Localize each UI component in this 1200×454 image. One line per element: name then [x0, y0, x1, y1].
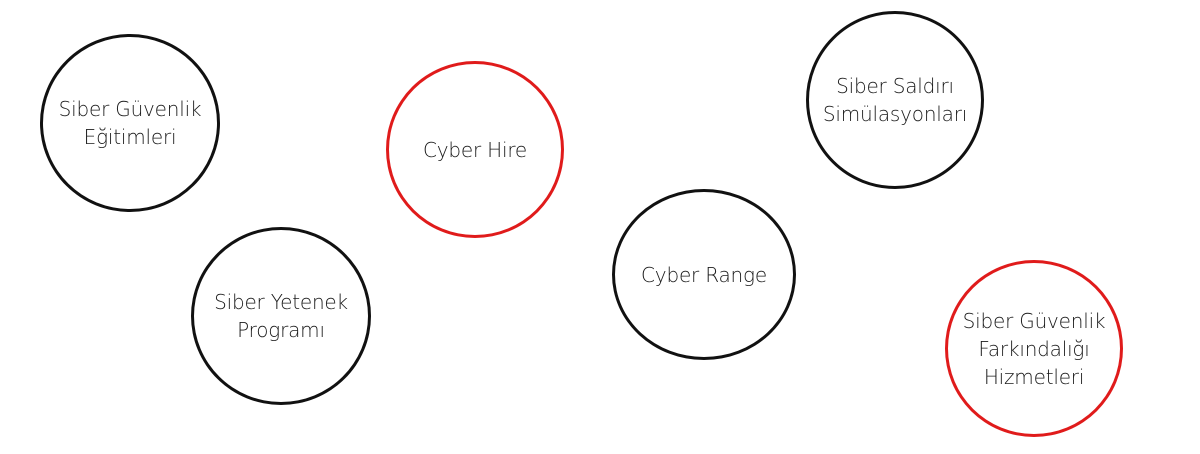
- bubble-label: Siber Saldırı Simülasyonları: [822, 74, 968, 126]
- bubble-label: Cyber Range: [641, 262, 767, 287]
- bubble-cyber-range[interactable]: Cyber Range: [612, 189, 796, 360]
- bubble-label: Cyber Hire: [422, 137, 528, 162]
- bubble-siber-yetenek-programi[interactable]: Siber Yetenek Programı: [191, 227, 371, 405]
- bubble-label: Siber Güvenlik Farkındalığı Hizmetleri: [962, 308, 1106, 389]
- bubble-label: Siber Güvenlik Eğitimleri: [58, 97, 202, 149]
- bubble-siber-saldiri-simulasyonlari[interactable]: Siber Saldırı Simülasyonları: [806, 11, 984, 189]
- bubble-siber-guvenlik-farkindaligi-hizmetleri[interactable]: Siber Güvenlik Farkındalığı Hizmetleri: [945, 260, 1123, 437]
- bubble-label: Siber Yetenek Programı: [214, 290, 348, 342]
- bubble-siber-guvenlik-egitimleri[interactable]: Siber Güvenlik Eğitimleri: [40, 34, 220, 212]
- bubble-cyber-hire[interactable]: Cyber Hire: [386, 61, 564, 238]
